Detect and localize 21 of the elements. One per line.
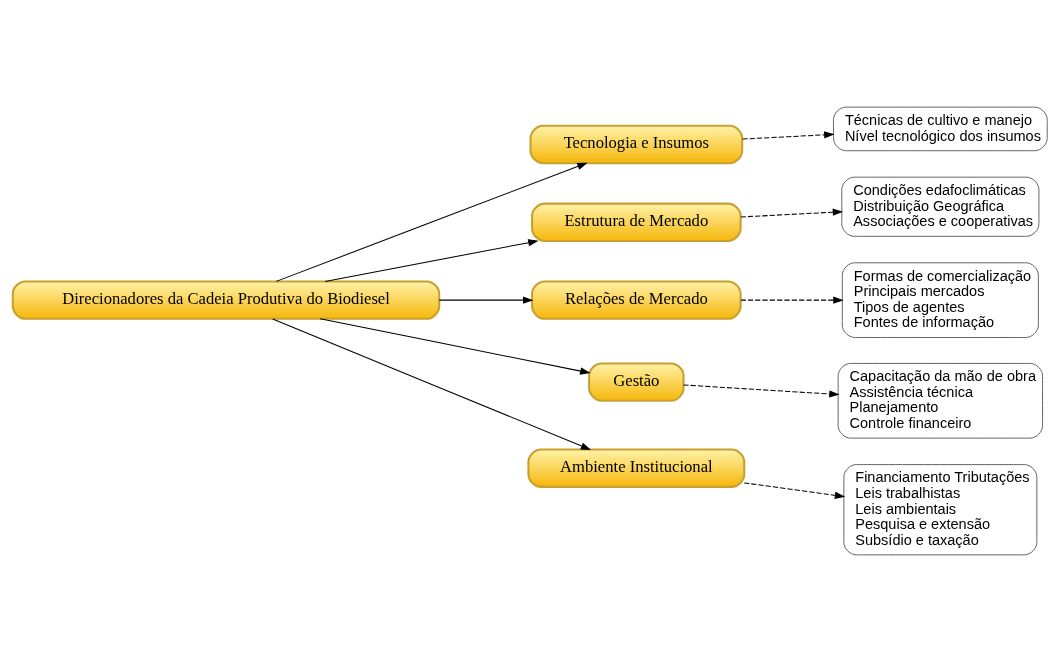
node-box: Financiamento Tributações Leis trabalhistas Leis ambientais Pesquisa e extensão Subsídio e taxação bbox=[843, 464, 1038, 556]
node-box: Ambiente Institucional bbox=[527, 448, 746, 488]
arrow bbox=[742, 131, 835, 140]
arrow bbox=[740, 296, 844, 304]
node-box: Formas de comercialização Principais mercados Tipos de agentes Fontes de informação bbox=[841, 262, 1039, 338]
node-box: Capacitação da mão de obra Assistência técnica Planejamento Controle financeiro bbox=[837, 363, 1043, 439]
arrow bbox=[740, 208, 844, 218]
arrow bbox=[683, 384, 840, 398]
arrow bbox=[275, 162, 588, 282]
node-box: Gestão bbox=[588, 362, 685, 402]
arrow bbox=[324, 239, 539, 282]
node-box: Condições edafoclimáticas Distribuição Geográfica Associações e cooperativas bbox=[841, 176, 1040, 237]
node-box: Direcionadores da Cadeia Produtiva do Biodiesel bbox=[11, 280, 441, 320]
arrow bbox=[319, 318, 591, 375]
arrow bbox=[743, 482, 846, 499]
node-box: Tecnologia e Insumos bbox=[529, 124, 744, 165]
node-box: Estrutura de Mercado bbox=[531, 202, 742, 243]
arrow bbox=[272, 318, 592, 450]
arrow bbox=[438, 296, 534, 304]
node-box: Técnicas de cultivo e manejo Nível tecnológico dos insumos bbox=[833, 106, 1048, 152]
node-box: Relações de Mercado bbox=[531, 280, 742, 320]
